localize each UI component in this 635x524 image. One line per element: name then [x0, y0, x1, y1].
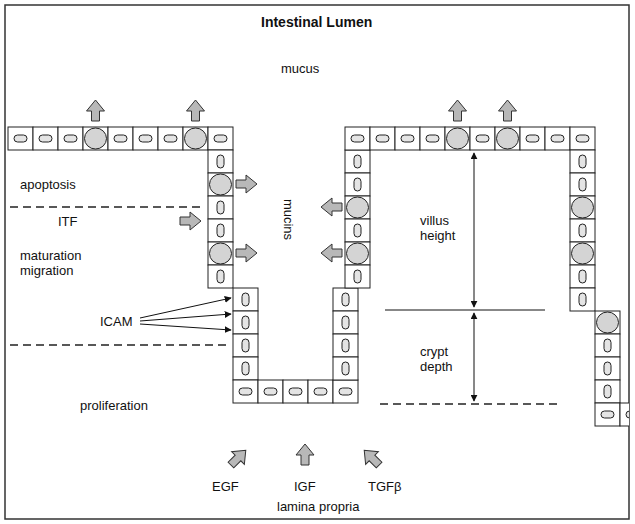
- secretion-label: mucins: [281, 199, 296, 240]
- leader-arrow: [140, 314, 231, 321]
- epithelial-cell: [333, 311, 358, 334]
- epithelial-cell: [308, 380, 333, 403]
- epithelial-cell: [158, 127, 183, 150]
- dimension-arrow: [474, 313, 475, 401]
- epithelial-cell: [208, 127, 233, 150]
- secretion-arrow: [449, 100, 467, 121]
- secretion-arrow: [187, 100, 205, 121]
- epithelial-cell: [233, 311, 258, 334]
- epithelial-cell: [133, 127, 158, 150]
- epithelial-cell: [345, 127, 370, 150]
- epithelial-cell: [595, 357, 620, 380]
- epithelial-cell: [33, 127, 58, 150]
- epithelial-cell: [570, 150, 595, 173]
- epithelial-cell: [570, 219, 595, 242]
- mucin-arrow: [236, 244, 257, 262]
- goblet-cell: [83, 127, 108, 150]
- factor-arrow: [358, 444, 386, 472]
- diagram-title: Intestinal Lumen: [261, 15, 372, 30]
- epithelial-cell: [570, 173, 595, 196]
- factor-label: ICAM: [100, 314, 133, 329]
- epithelial-cell: [233, 288, 258, 311]
- epithelial-cell: [370, 127, 395, 150]
- zone-label: maturation migration: [20, 248, 102, 278]
- epithelial-cell: [233, 357, 258, 380]
- epithelial-cell: [233, 380, 258, 403]
- secretion-arrow: [87, 100, 105, 121]
- region-label: mucus: [281, 61, 319, 76]
- epithelial-cell: [8, 127, 33, 150]
- dimension-arrow: [474, 153, 475, 307]
- epithelial-cell: [208, 196, 233, 219]
- goblet-cell: [183, 127, 208, 150]
- divider-line: [385, 310, 545, 311]
- goblet-cell: [595, 311, 620, 334]
- factor-arrow: [225, 444, 253, 472]
- epithelial-cell: [233, 334, 258, 357]
- secretion-arrow: [499, 100, 517, 121]
- factor-arrow: [296, 444, 314, 465]
- epithelial-cell: [58, 127, 83, 150]
- mucin-arrow: [236, 175, 257, 193]
- epithelial-cell: [333, 357, 358, 380]
- goblet-cell: [345, 196, 370, 219]
- leader-arrow: [140, 324, 231, 330]
- factor-label: ITF: [58, 214, 78, 229]
- goblet-cell: [570, 196, 595, 219]
- zone-line: [10, 206, 203, 208]
- epithelial-cell: [345, 150, 370, 173]
- epithelial-cell: [208, 265, 233, 288]
- factor-label: EGF: [212, 479, 239, 494]
- dimension-label: villus height: [420, 213, 468, 243]
- zone-line: [380, 403, 562, 405]
- epithelial-cell: [570, 288, 595, 311]
- epithelial-cell: [570, 265, 595, 288]
- epithelial-cell: [345, 265, 370, 288]
- epithelial-cell: [595, 380, 620, 403]
- epithelium: [8, 127, 629, 426]
- frame: [5, 5, 629, 519]
- factor-label: IGF: [294, 479, 316, 494]
- epithelial-cell: [595, 403, 620, 426]
- epithelial-cell: [345, 219, 370, 242]
- goblet-cell: [208, 242, 233, 265]
- mucin-arrow: [321, 244, 342, 262]
- zone-label: apoptosis: [20, 177, 76, 192]
- dimension-label: crypt depth: [420, 344, 468, 374]
- epithelial-cell: [258, 380, 283, 403]
- epithelial-cell: [620, 403, 629, 426]
- zone-line: [10, 344, 226, 346]
- epithelial-cell: [520, 127, 545, 150]
- epithelial-cell: [333, 288, 358, 311]
- factor-label: TGFβ: [368, 479, 401, 494]
- goblet-cell: [445, 127, 470, 150]
- epithelial-cell: [108, 127, 133, 150]
- region-label: lamina propria: [277, 499, 359, 514]
- epithelial-cell: [470, 127, 495, 150]
- epithelial-cell: [395, 127, 420, 150]
- epithelial-cell: [333, 334, 358, 357]
- epithelial-cell: [283, 380, 308, 403]
- mucin-arrow: [321, 198, 342, 216]
- epithelial-cell: [345, 173, 370, 196]
- goblet-cell: [208, 173, 233, 196]
- epithelial-cell: [545, 127, 570, 150]
- epithelial-cell: [420, 127, 445, 150]
- goblet-cell: [345, 242, 370, 265]
- zone-label: proliferation: [80, 398, 148, 413]
- goblet-cell: [495, 127, 520, 150]
- factor-arrow: [180, 212, 201, 230]
- epithelial-cell: [208, 150, 233, 173]
- epithelial-cell: [570, 127, 595, 150]
- epithelial-cell: [595, 334, 620, 357]
- epithelial-cell: [208, 219, 233, 242]
- goblet-cell: [570, 242, 595, 265]
- epithelial-cell: [333, 380, 358, 403]
